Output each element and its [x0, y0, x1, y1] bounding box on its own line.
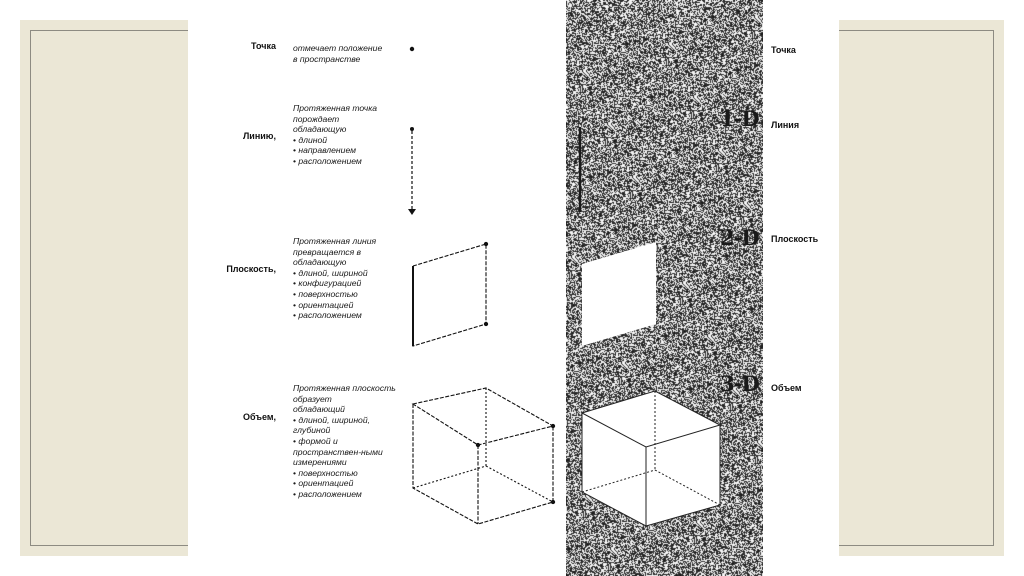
dimension-label-2d: 2-D [720, 225, 760, 250]
desc-line: превращается в [293, 246, 362, 257]
desc-line: обладающую [293, 124, 347, 135]
bullet-item: конфигурацией [293, 278, 376, 289]
point-mark [409, 46, 415, 52]
right-label-plane: Плоскость [771, 234, 819, 244]
term-point: Точка [251, 41, 276, 51]
bullet-item: расположением [293, 156, 377, 167]
bullet-item: ориентацией [293, 300, 376, 311]
plane-figure [412, 241, 489, 347]
term-plane: Плоскость, [226, 264, 276, 274]
bullet-item: формой и пространствен-ными измерениями [293, 436, 408, 468]
desc-point: отмечает положение в пространстве [293, 43, 382, 64]
dimension-label-1d: 1-D [720, 106, 760, 131]
right-label-line: Линия [771, 120, 800, 130]
desc-line: обладающий [293, 404, 345, 415]
bullet-item: направлением [293, 145, 377, 156]
bullet-item: длиной, шириной, глубиной [293, 415, 408, 436]
bullet-item: длиной [293, 135, 377, 146]
cube-figure [411, 387, 556, 525]
desc-line: Протяженная плоскость [293, 383, 396, 393]
desc-line: Протяженная точка [293, 103, 378, 113]
term-volume: Объем, [242, 412, 276, 422]
desc-line: Протяженная линия [293, 236, 377, 246]
bullet-item: расположением [293, 310, 376, 321]
photo-cube [580, 390, 722, 527]
desc-line: обладающую [293, 257, 347, 268]
bullet-item: ориентацией [293, 478, 408, 489]
bullet-item: поверхностью [293, 468, 408, 479]
bullet-item: длиной, шириной [293, 268, 376, 279]
right-label-point: Точка [771, 45, 796, 55]
dimension-label-3d: 3-D [720, 371, 760, 396]
right-label-volume: Объем [771, 383, 802, 393]
desc-line-block: Протяженная точка порождает обладающую д… [293, 103, 377, 167]
desc-line: образует [293, 393, 332, 404]
photo-plane [582, 242, 656, 346]
desc-plane-block: Протяженная линия превращается в обладаю… [293, 236, 376, 321]
bullet-item: поверхностью [293, 289, 376, 300]
desc-line: в пространстве [293, 53, 361, 64]
desc-volume-block: Протяженная плоскость образует обладающи… [293, 383, 408, 500]
desc-line: порождает [293, 113, 340, 124]
term-line: Линию, [242, 131, 276, 141]
line-figure [408, 127, 416, 215]
desc-line: отмечает положение [293, 43, 383, 53]
bullet-item: расположением [293, 489, 408, 500]
